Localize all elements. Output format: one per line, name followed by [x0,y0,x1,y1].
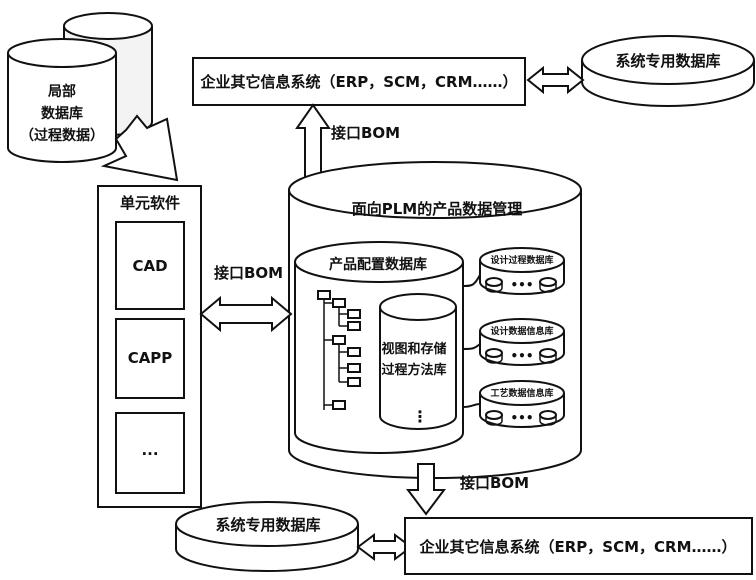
unit-software-item-capp-box [115,318,185,399]
plm-inner-ellipsis: ⋮ [412,407,428,426]
internal-database-connections [462,274,481,408]
plm-to-bottom-system-arrow: 接口BOM [406,463,529,516]
design-data-db-disk-left [485,348,503,358]
local-db-label-line2: 数据库 [41,105,83,122]
left-interface-label: 接口BOM [214,264,283,282]
local-db-to-unit-software-arrow [100,114,179,182]
process-data-information-database-label: 工艺数据信息库 [490,387,553,399]
product-config-database-label: 产品配置数据库 [329,256,427,273]
unit-software-title: 单元软件 [120,194,180,212]
design-data-information-database: 设计数据信息库 ••• [479,318,565,366]
process-data-information-database: 工艺数据信息库 ••• [479,380,565,428]
top-enterprise-system: 企业其它信息系统（ERP，SCM，CRM……） [192,57,526,106]
view-storage-methods-line2: 过程方法库 [381,362,446,378]
top-enterprise-system-label: 企业其它信息系统（ERP，SCM，CRM……） [199,73,517,91]
process-data-db-dots: ••• [510,411,533,425]
plm-to-top-system-arrow: 接口BOM [295,103,400,182]
unit-software-item-cad: CAD [132,257,167,275]
design-process-db-disk-left [485,277,503,287]
unit-software-item-cad-box [115,221,185,310]
design-process-database: 设计过程数据库 ••• [479,247,565,295]
unit-software-panel: 单元软件 CAD CAPP ... [97,185,202,508]
configuration-tree [317,290,361,410]
design-data-db-dots: ••• [510,349,533,363]
bottom-special-database: 系统专用数据库 [175,501,359,572]
top-bidirectional-arrow [526,65,585,95]
design-process-database-label: 设计过程数据库 [490,254,553,266]
unit-software-item-more-box [115,412,185,494]
local-db-label-line1: 局部 [48,83,76,100]
bottom-enterprise-system: 企业其它信息系统（ERP，SCM，CRM……） [404,517,753,575]
left-bidirectional-arrow: 接口BOM [199,264,293,333]
design-data-information-database-label: 设计数据信息库 [490,325,553,337]
view-storage-methods-line1: 视图和存储 [381,341,446,357]
top-special-database-label: 系统专用数据库 [615,52,720,70]
design-process-db-dots: ••• [510,278,533,292]
design-data-db-disk-right [539,348,557,358]
process-data-db-disk-left [485,410,503,420]
top-interface-label: 接口BOM [331,124,400,142]
local-database: 局部 数据库 （过程数据） [7,12,153,163]
local-db-label-line3: （过程数据） [20,127,104,144]
view-storage-methods-database: 视图和存储 过程方法库 [379,293,457,430]
process-data-db-disk-right [539,410,557,420]
plm-title: 面向PLM的产品数据管理 [352,200,522,218]
bottom-interface-label: 接口BOM [460,474,529,492]
local-database-front-cylinder [7,38,117,163]
design-process-db-disk-right [539,277,557,287]
bottom-bidirectional-arrow [356,533,413,561]
bottom-special-database-label: 系统专用数据库 [215,516,320,534]
bottom-enterprise-system-label: 企业其它信息系统（ERP，SCM，CRM……） [418,538,736,556]
top-special-database: 系统专用数据库 [581,35,755,107]
unit-software-item-capp: CAPP [128,349,173,367]
unit-software-item-more: ... [141,441,158,459]
